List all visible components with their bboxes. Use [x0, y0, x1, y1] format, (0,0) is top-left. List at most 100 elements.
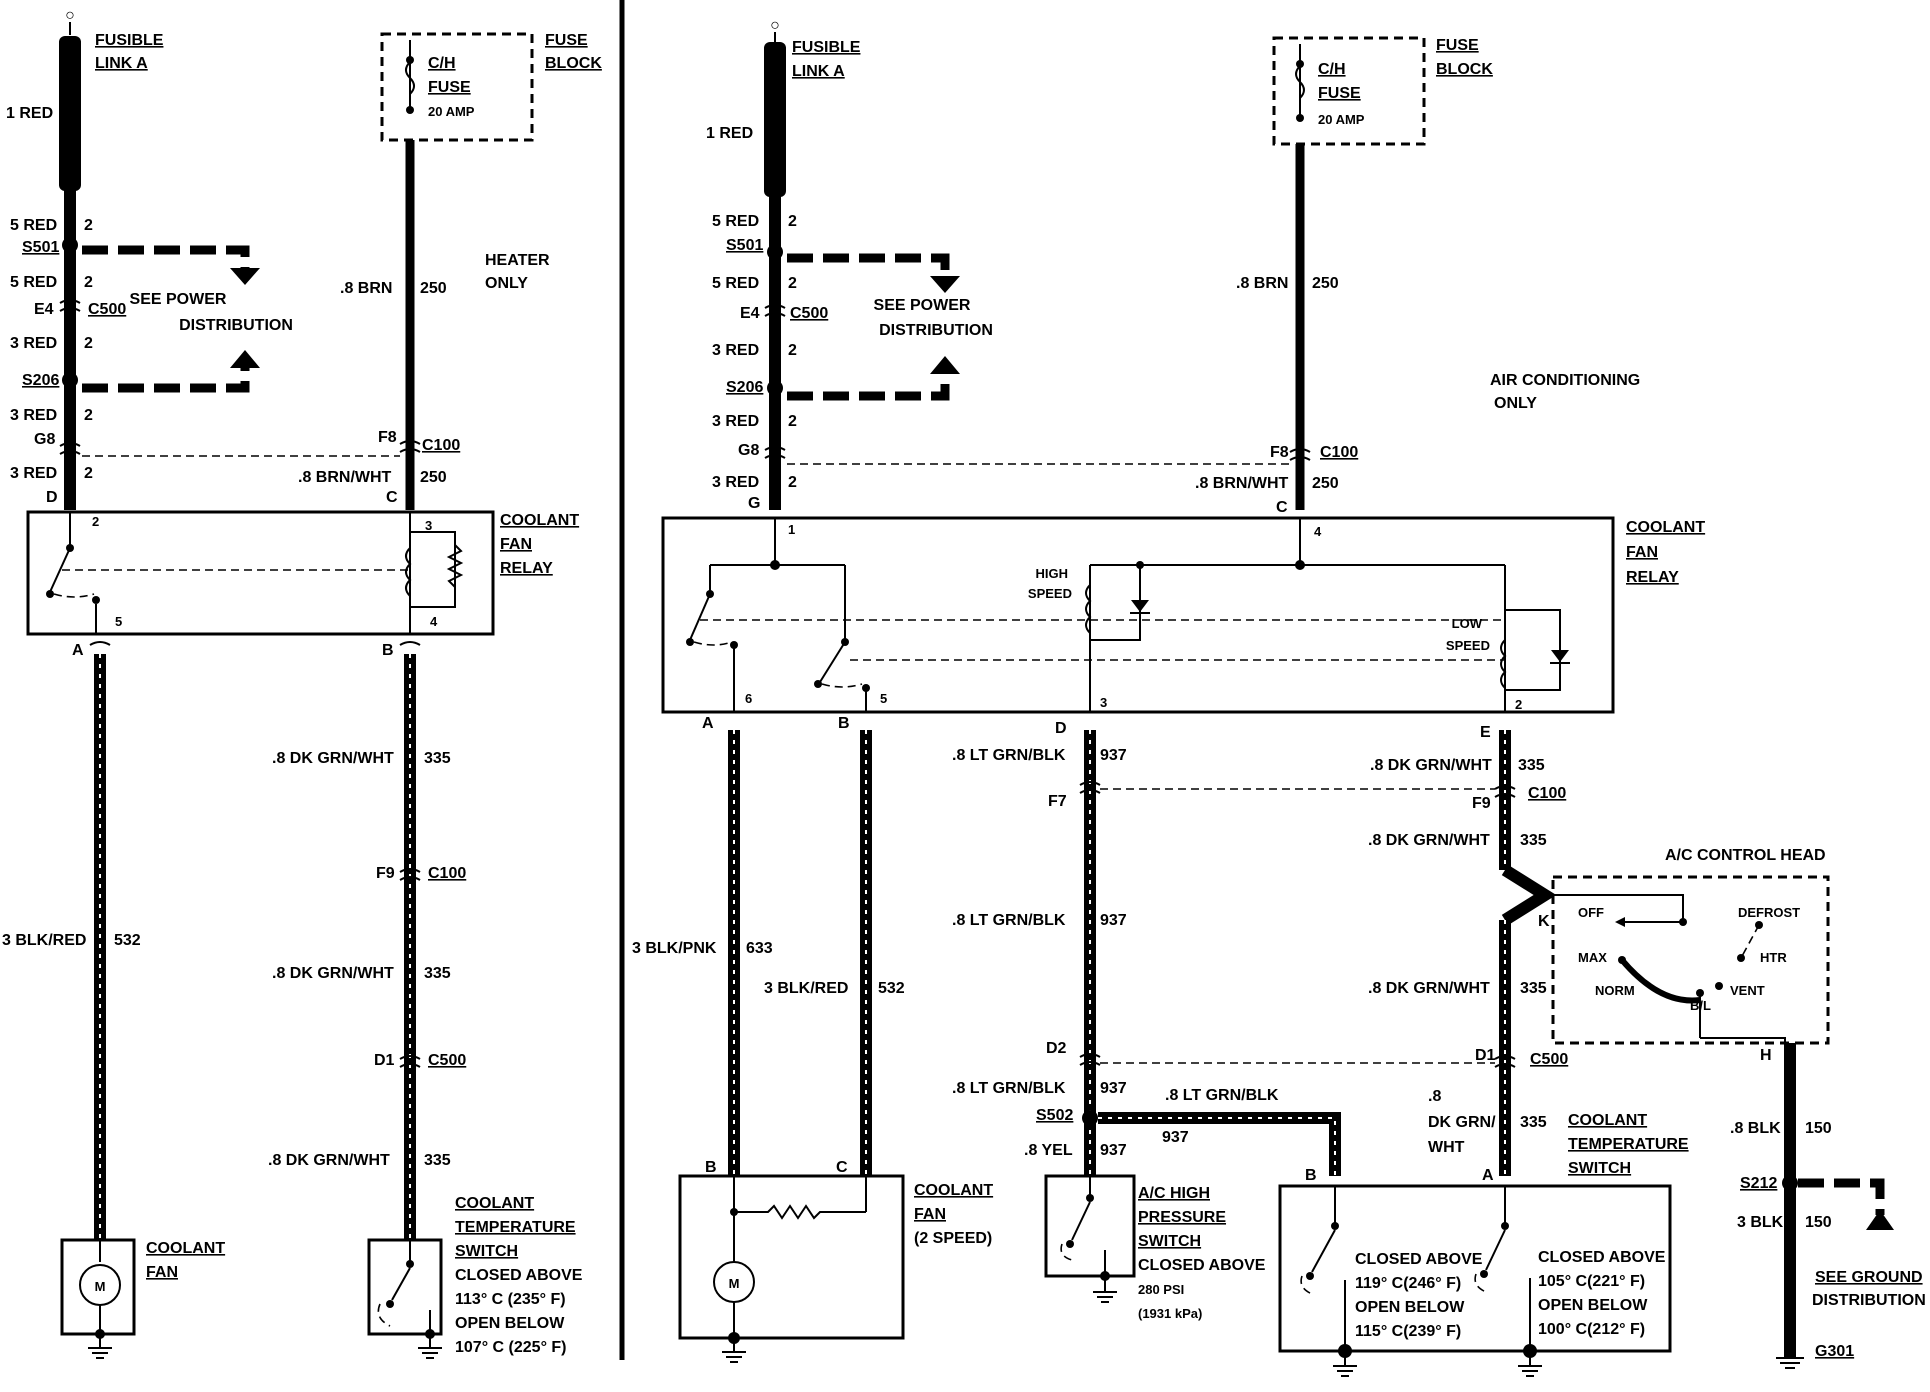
svg-text:DISTRIBUTION: DISTRIBUTION: [1812, 1292, 1926, 1309]
heater-panel: ○ FUSIBLE LINK A 1 RED 5 RED 2 S501 5 RE…: [2, 7, 602, 1359]
svg-text:2: 2: [84, 274, 93, 291]
svg-text:TEMPERATURE: TEMPERATURE: [1568, 1136, 1689, 1153]
svg-text:.8 DK GRN/WHT: .8 DK GRN/WHT: [1368, 980, 1490, 997]
svg-text:DISTRIBUTION: DISTRIBUTION: [879, 322, 993, 339]
svg-text:D: D: [46, 489, 58, 506]
svg-text:TEMPERATURE: TEMPERATURE: [455, 1219, 576, 1236]
svg-text:SWITCH: SWITCH: [1568, 1160, 1631, 1177]
svg-text:335: 335: [1518, 757, 1545, 774]
motor-icon: M: [729, 1276, 740, 1291]
svg-text:335: 335: [424, 750, 451, 767]
coolant-fan-motor: M COOLANT FAN: [60, 1238, 225, 1359]
svg-text:6: 6: [745, 691, 752, 706]
svg-text:1: 1: [788, 522, 795, 537]
svg-text:C/H: C/H: [1318, 61, 1346, 78]
svg-text:.8 BRN/WHT: .8 BRN/WHT: [298, 469, 392, 486]
svg-text:5 RED: 5 RED: [10, 217, 57, 234]
svg-text:D1: D1: [1475, 1047, 1496, 1064]
svg-text:532: 532: [878, 980, 905, 997]
svg-text:WHT: WHT: [1428, 1139, 1465, 1156]
svg-text:633: 633: [746, 940, 773, 957]
svg-text:2: 2: [788, 342, 797, 359]
ground-icon: [1518, 1365, 1542, 1377]
svg-text:.8 DK GRN/WHT: .8 DK GRN/WHT: [268, 1152, 390, 1169]
svg-text:107° C (225° F): 107° C (225° F): [455, 1339, 567, 1356]
svg-text:.8 LT GRN/BLK: .8 LT GRN/BLK: [952, 912, 1066, 929]
svg-text:MAX: MAX: [1578, 950, 1607, 965]
svg-text:G8: G8: [34, 431, 55, 448]
svg-text:2: 2: [788, 413, 797, 430]
svg-text:3 RED: 3 RED: [10, 335, 57, 352]
svg-text:5: 5: [880, 691, 887, 706]
svg-text:115° C(239° F): 115° C(239° F): [1355, 1323, 1461, 1340]
see-ground-label: SEE GROUND: [1815, 1269, 1923, 1286]
svg-text:S501: S501: [22, 239, 59, 256]
svg-text:FAN: FAN: [146, 1264, 178, 1281]
ground-icon: [1333, 1365, 1357, 1377]
svg-text:D1: D1: [374, 1052, 395, 1069]
svg-text:3 BLK/RED: 3 BLK/RED: [2, 932, 86, 949]
svg-text:C500: C500: [790, 305, 828, 322]
svg-text:335: 335: [1520, 980, 1547, 997]
svg-text:ONLY: ONLY: [485, 275, 528, 292]
svg-text:F7: F7: [1048, 793, 1067, 810]
splice-s502: [1082, 1110, 1098, 1126]
svg-text:.8 DK GRN/WHT: .8 DK GRN/WHT: [272, 965, 394, 982]
svg-text:S206: S206: [726, 379, 763, 396]
svg-text:LOW: LOW: [1452, 616, 1483, 631]
svg-text:B: B: [382, 642, 394, 659]
svg-text:FAN: FAN: [500, 536, 532, 553]
svg-text:.8 BRN: .8 BRN: [340, 280, 392, 297]
svg-text:.8 BLK: .8 BLK: [1730, 1120, 1781, 1137]
coolant-fan-relay: 2 3 4 5 COOLANT FAN RELAY: [26, 510, 579, 636]
svg-text:.8: .8: [1428, 1088, 1441, 1105]
svg-text:PRESSURE: PRESSURE: [1138, 1209, 1226, 1226]
svg-text:3 BLK: 3 BLK: [1737, 1214, 1784, 1231]
svg-text:2: 2: [788, 213, 797, 230]
svg-text:C100: C100: [428, 865, 466, 882]
svg-text:1 RED: 1 RED: [706, 125, 753, 142]
svg-text:B/L: B/L: [1690, 998, 1711, 1013]
svg-text:F8: F8: [378, 429, 397, 446]
svg-text:B: B: [705, 1159, 717, 1176]
svg-text:105° C(221° F): 105° C(221° F): [1538, 1273, 1645, 1290]
svg-text:S502: S502: [1036, 1107, 1073, 1124]
splice-s501: [767, 244, 783, 260]
svg-text:G8: G8: [738, 442, 759, 459]
svg-text:E4: E4: [740, 305, 760, 322]
svg-text:2: 2: [1515, 697, 1522, 712]
svg-text:2: 2: [84, 217, 93, 234]
svg-text:C500: C500: [1530, 1051, 1568, 1068]
svg-text:COOLANT: COOLANT: [146, 1240, 225, 1257]
relay-label: COOLANT: [500, 512, 579, 529]
svg-text:VENT: VENT: [1730, 983, 1765, 998]
coolant-fan-2-speed: B C M COOLANT FAN (2 SPEED): [678, 1159, 993, 1363]
svg-text:RELAY: RELAY: [500, 560, 553, 577]
motor-icon: M: [95, 1279, 106, 1294]
ground-icon: [1776, 1357, 1804, 1369]
svg-text:CLOSED ABOVE: CLOSED ABOVE: [455, 1267, 583, 1284]
svg-text:S501: S501: [726, 237, 763, 254]
ground-icon: [88, 1347, 112, 1359]
svg-text:250: 250: [420, 469, 447, 486]
svg-text:2: 2: [84, 465, 93, 482]
svg-text:119° C(246° F): 119° C(246° F): [1355, 1275, 1461, 1292]
svg-text:NORM: NORM: [1595, 983, 1635, 998]
svg-text:.8 DK GRN/WHT: .8 DK GRN/WHT: [1370, 757, 1492, 774]
svg-text:FAN: FAN: [1626, 544, 1658, 561]
svg-text:937: 937: [1100, 1142, 1127, 1159]
svg-text:335: 335: [1520, 832, 1547, 849]
svg-text:K: K: [1538, 913, 1550, 930]
svg-text:D: D: [1055, 720, 1067, 737]
svg-text:335: 335: [1520, 1114, 1547, 1131]
svg-text:A: A: [1482, 1167, 1494, 1184]
svg-text:OPEN BELOW: OPEN BELOW: [1355, 1299, 1465, 1316]
splice-s206: [767, 380, 783, 396]
svg-text:F9: F9: [1472, 795, 1491, 812]
svg-text:DEFROST: DEFROST: [1738, 905, 1800, 920]
see-power-label: SEE POWER: [130, 291, 227, 308]
svg-text:○: ○: [770, 17, 780, 34]
svg-text:SEE POWER: SEE POWER: [874, 297, 971, 314]
svg-text:D2: D2: [1046, 1040, 1067, 1057]
